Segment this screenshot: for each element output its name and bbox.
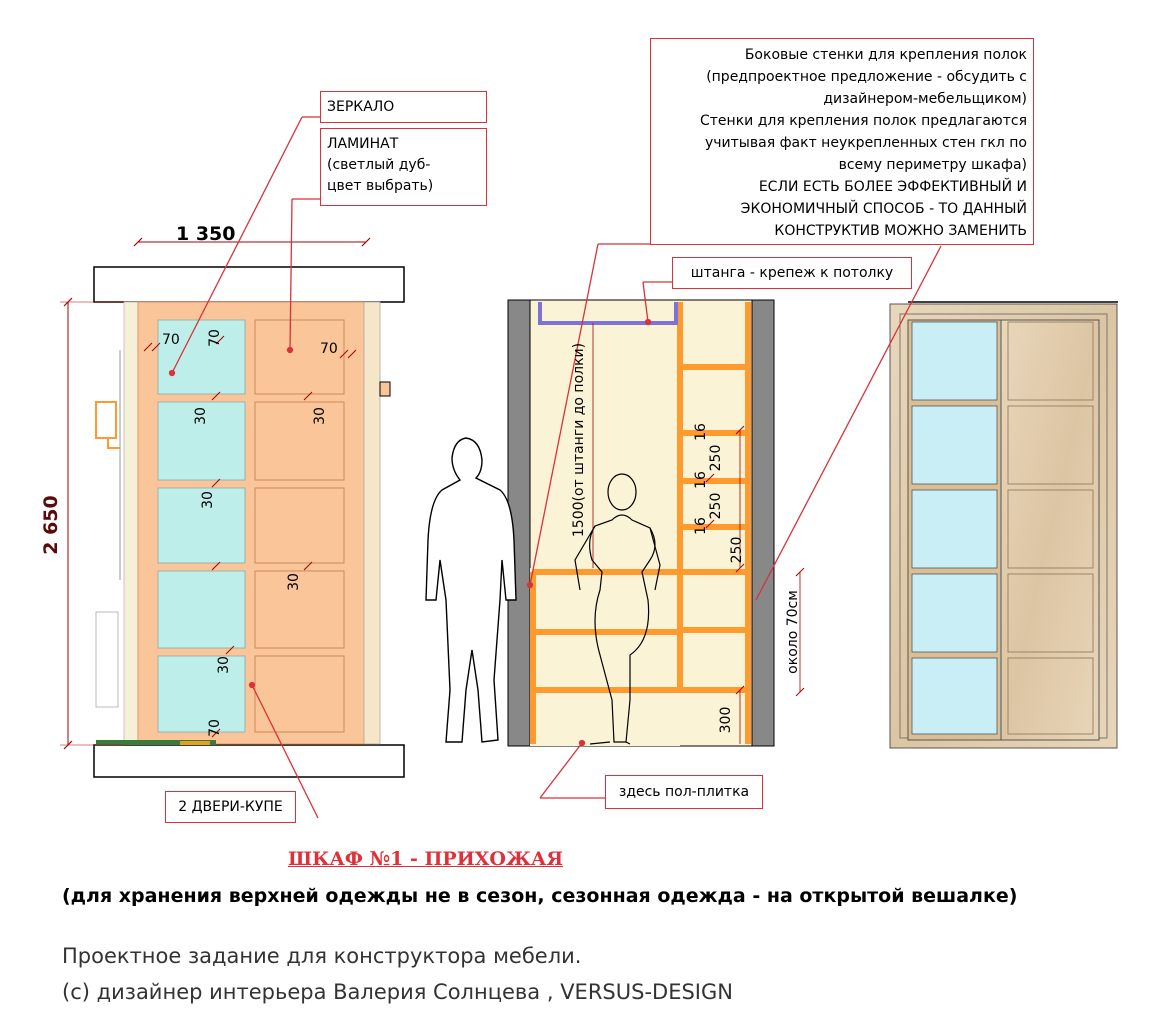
- label-laminate-line: цвет выбрать): [327, 178, 434, 194]
- dim-shelf-gap3: 250: [729, 537, 745, 564]
- dim-frame-bottom: 70: [207, 719, 223, 737]
- dim-gap-1: 30: [193, 407, 209, 425]
- label-side-walls: Боковые стенки для крепления полок (пред…: [650, 38, 1034, 245]
- label-floor: здесь пол-плитка: [605, 775, 763, 809]
- footer-line-2: (с) дизайнер интерьера Валерия Солнцева …: [62, 980, 733, 1004]
- side-walls-line: дизайнером-мебельщиком): [823, 91, 1027, 107]
- label-floor-text: здесь пол-плитка: [618, 784, 750, 800]
- label-rod: штанга - крепеж к потолку: [672, 257, 912, 289]
- dim-frame-right: 70: [320, 341, 338, 357]
- label-laminate-line: (светлый дуб-: [327, 157, 431, 173]
- drawing-subtitle: (для хранения верхней одежды не в сезон,…: [62, 885, 1018, 907]
- label-mirror: ЗЕРКАЛО: [320, 91, 487, 123]
- dim-shelf-gap2: 250: [708, 493, 724, 520]
- side-walls-line: ЭКОНОМИЧНЫЙ СПОСОБ - ТО ДАННЫЙ: [740, 201, 1027, 217]
- dim-frame-top-mid: 70: [207, 329, 223, 347]
- leader-lines: [168, 116, 942, 819]
- dim-height: 2 650: [40, 495, 62, 555]
- drawing-svg: 1 350 2 650 70 70 70 70 30 30 30 30 30 1…: [40, 116, 1118, 819]
- label-mirror-text: ЗЕРКАЛО: [327, 99, 395, 115]
- side-walls-line: (предпроектное предложение - обсудить с: [706, 69, 1027, 85]
- footer-line-1: Проектное задание для конструктора мебел…: [62, 944, 582, 968]
- front-elevation: [60, 237, 405, 778]
- dim-gap-3: 30: [200, 491, 216, 509]
- side-walls-line: Стенки для крепления полок предлагаются: [700, 113, 1027, 129]
- section-view: [425, 299, 805, 747]
- dim-gap-2: 30: [312, 407, 328, 425]
- dim-width: 1 350: [176, 223, 236, 245]
- side-walls-line: всему периметру шкафа): [838, 157, 1027, 173]
- label-laminate-line: ЛАМИНАТ: [327, 136, 399, 152]
- side-walls-line: ЕСЛИ ЕСТЬ БОЛЕЕ ЭФФЕКТИВНЫЙ И: [758, 179, 1027, 195]
- dim-shelf-gap1: 250: [708, 445, 724, 472]
- side-walls-line: учитывая факт неукрепленных стен гкл по: [705, 135, 1027, 151]
- label-rod-text: штанга - крепеж к потолку: [690, 265, 894, 281]
- dim-rod-height: 1500(от штанги до полки): [571, 343, 587, 537]
- dim-shelf-t3: 16: [693, 517, 709, 535]
- dim-gap-4: 30: [286, 573, 302, 591]
- dim-frame-top-left: 70: [162, 332, 180, 348]
- side-walls-line: КОНСТРУКТИВ МОЖНО ЗАМЕНИТЬ: [774, 223, 1027, 239]
- label-laminate: ЛАМИНАТ (светлый дуб- цвет выбрать): [320, 128, 487, 206]
- dim-shelf-t1: 16: [693, 423, 709, 441]
- dim-approx: около 70см: [785, 590, 801, 674]
- dim-gap-5: 30: [216, 656, 232, 674]
- side-walls-line: Боковые стенки для крепления полок: [744, 47, 1027, 63]
- dim-bottom: 300: [718, 707, 734, 734]
- label-doors: 2 ДВЕРИ-КУПЕ: [165, 791, 296, 823]
- drawing-title: ШКАФ №1 - ПРИХОЖАЯ: [288, 848, 564, 870]
- doors-view: [889, 301, 1118, 749]
- dim-shelf-t2: 16: [693, 471, 709, 489]
- label-doors-text: 2 ДВЕРИ-КУПЕ: [178, 799, 283, 815]
